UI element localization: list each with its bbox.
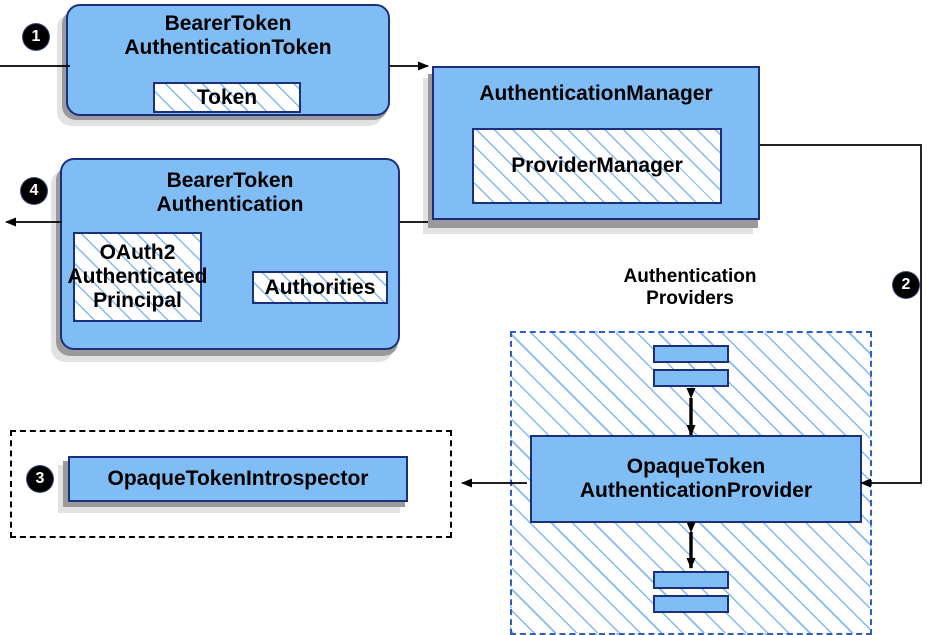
node-opaque-token-authentication-provider[interactable]: OpaqueToken AuthenticationProvider <box>530 435 862 523</box>
compartment-oauth2-authenticated-principal: OAuth2 Authenticated Principal <box>68 232 208 322</box>
provider-bar <box>653 345 729 363</box>
introspector-group <box>10 430 452 538</box>
node-bearer-token-authentication-token[interactable]: BearerToken AuthenticationToken Token <box>66 4 390 116</box>
step-marker-2: 2 <box>893 272 919 298</box>
node-opaque-token-introspector[interactable]: OpaqueTokenIntrospector <box>68 456 408 502</box>
step-marker-4: 4 <box>21 178 47 204</box>
compartment-provider-manager: ProviderManager <box>472 128 722 204</box>
compartment-authorities: Authorities <box>252 271 388 304</box>
node-title: OpaqueToken AuthenticationProvider <box>579 454 813 502</box>
provider-bar <box>653 571 729 589</box>
provider-bar <box>653 369 729 387</box>
provider-bars-bottom <box>653 571 729 613</box>
provider-bars-top <box>653 345 729 387</box>
authentication-providers-label: Authentication Providers <box>623 266 757 310</box>
provider-bar <box>653 595 729 613</box>
node-title: AuthenticationManager <box>479 82 713 105</box>
node-bearer-token-authentication[interactable]: BearerToken Authentication OAuth2 Authen… <box>60 158 400 350</box>
step-marker-1: 1 <box>23 24 49 50</box>
node-title: BearerToken Authentication <box>156 169 304 217</box>
node-authentication-manager[interactable]: AuthenticationManager ProviderManager <box>432 66 760 220</box>
node-title: BearerToken AuthenticationToken <box>124 12 332 60</box>
step-marker-3: 3 <box>27 466 53 492</box>
node-title: OpaqueTokenIntrospector <box>107 466 369 490</box>
compartment-token: Token <box>153 82 301 113</box>
